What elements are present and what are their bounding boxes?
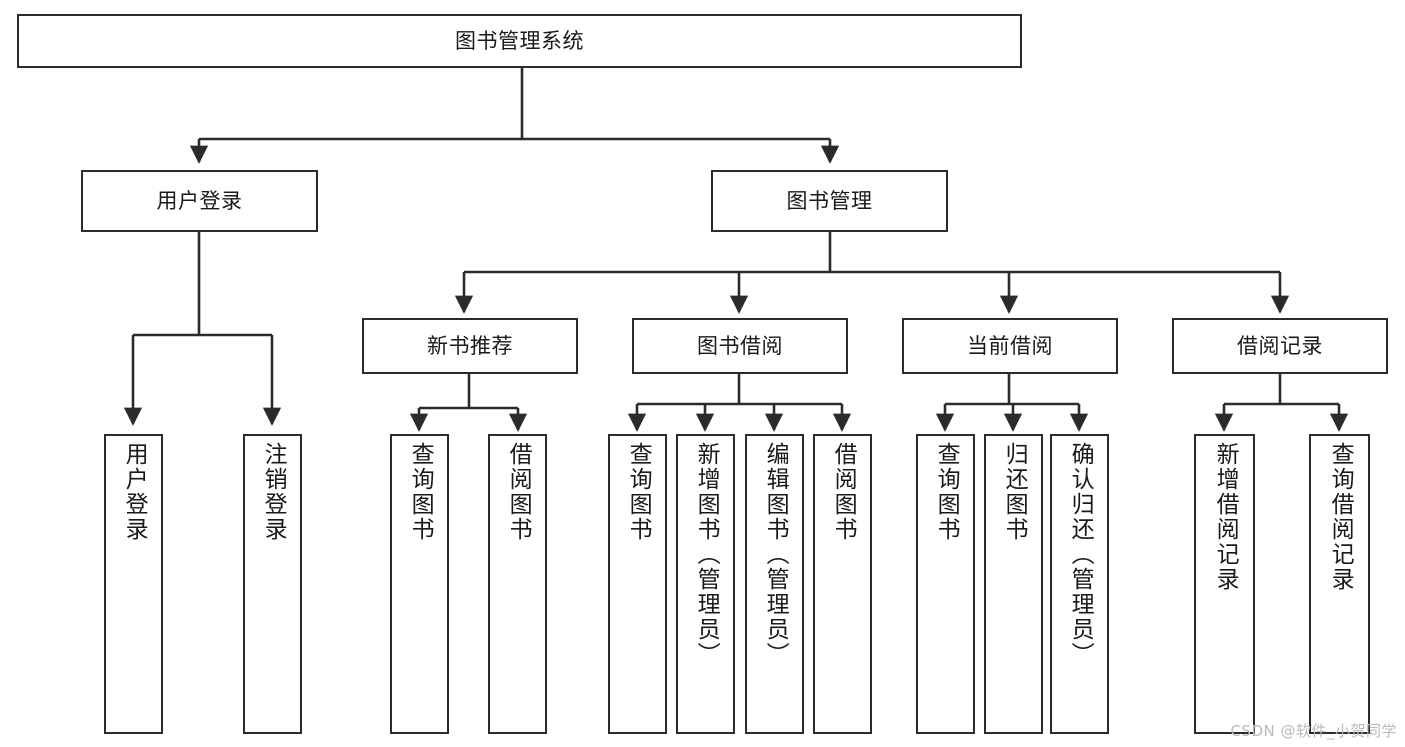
- node-leaf-logout-label: 注销登录: [260, 442, 287, 542]
- node-leaf-add-book[interactable]: 新增图书（管理员）: [676, 434, 735, 734]
- node-leaf-query-book-3-label: 查询图书: [933, 442, 960, 542]
- node-leaf-query-book-1-label: 查询图书: [407, 442, 434, 542]
- node-leaf-borrow-book-1-label: 借阅图书: [505, 442, 532, 542]
- node-leaf-query-record-label: 查询借阅记录: [1327, 442, 1354, 592]
- node-book-manage[interactable]: 图书管理: [711, 170, 948, 232]
- node-book-borrow[interactable]: 图书借阅: [632, 318, 848, 374]
- node-leaf-query-book-2[interactable]: 查询图书: [608, 434, 667, 734]
- node-current-borrow-label: 当前借阅: [967, 333, 1053, 358]
- node-leaf-return-book[interactable]: 归还图书: [984, 434, 1043, 734]
- node-leaf-edit-book-label: 编辑图书（管理员）: [762, 442, 789, 667]
- node-current-borrow[interactable]: 当前借阅: [902, 318, 1118, 374]
- node-leaf-add-record-label: 新增借阅记录: [1212, 442, 1239, 592]
- node-leaf-query-book-1[interactable]: 查询图书: [390, 434, 449, 734]
- node-leaf-query-book-2-label: 查询图书: [625, 442, 652, 542]
- node-root[interactable]: 图书管理系统: [17, 14, 1022, 68]
- node-new-book-recommend[interactable]: 新书推荐: [362, 318, 578, 374]
- node-leaf-borrow-book-2-label: 借阅图书: [830, 442, 857, 542]
- node-borrow-record[interactable]: 借阅记录: [1172, 318, 1388, 374]
- node-borrow-record-label: 借阅记录: [1237, 333, 1323, 358]
- node-leaf-return-book-label: 归还图书: [1001, 442, 1028, 542]
- node-root-label: 图书管理系统: [455, 28, 584, 53]
- node-leaf-user-login-label: 用户登录: [121, 442, 148, 542]
- node-leaf-query-book-3[interactable]: 查询图书: [916, 434, 975, 734]
- node-leaf-confirm-return[interactable]: 确认归还（管理员）: [1050, 434, 1109, 734]
- node-leaf-confirm-return-label: 确认归还（管理员）: [1067, 442, 1094, 667]
- node-leaf-add-record[interactable]: 新增借阅记录: [1194, 434, 1255, 734]
- node-book-manage-label: 图书管理: [786, 188, 873, 213]
- node-leaf-edit-book[interactable]: 编辑图书（管理员）: [745, 434, 804, 734]
- node-leaf-borrow-book-2[interactable]: 借阅图书: [813, 434, 872, 734]
- node-leaf-add-book-label: 新增图书（管理员）: [693, 442, 720, 667]
- node-user-login[interactable]: 用户登录: [81, 170, 318, 232]
- node-new-book-recommend-label: 新书推荐: [427, 333, 513, 358]
- node-leaf-query-record[interactable]: 查询借阅记录: [1309, 434, 1370, 734]
- node-user-login-label: 用户登录: [156, 188, 243, 213]
- node-leaf-user-login[interactable]: 用户登录: [104, 434, 163, 734]
- node-book-borrow-label: 图书借阅: [697, 333, 783, 358]
- node-leaf-borrow-book-1[interactable]: 借阅图书: [488, 434, 547, 734]
- node-leaf-logout[interactable]: 注销登录: [243, 434, 302, 734]
